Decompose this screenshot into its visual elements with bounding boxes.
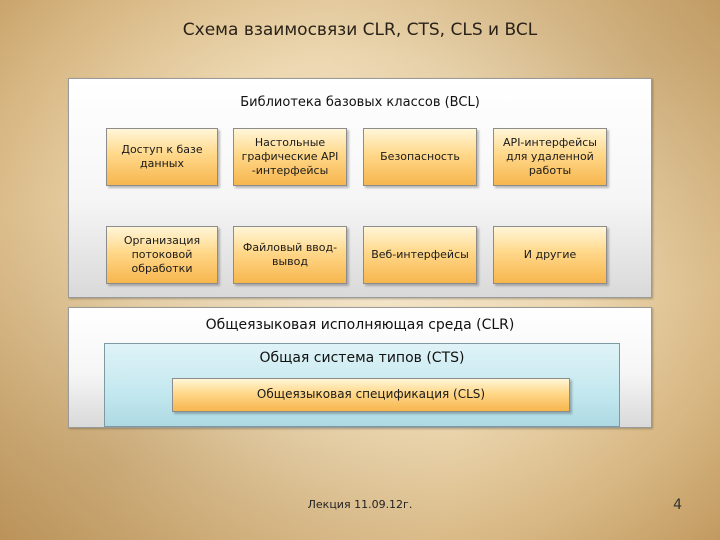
bcl-box-security: Безопасность	[363, 128, 477, 186]
bcl-box-web-interfaces: Веб-интерфейсы	[363, 226, 477, 284]
bcl-box-file-io: Файловый ввод-вывод	[233, 226, 347, 284]
bcl-box-remoting-api: API-интерфейсы для удаленной работы	[493, 128, 607, 186]
clr-title: Общеязыковая исполняющая среда (CLR)	[205, 317, 515, 333]
bcl-box-and-others: И другие	[493, 226, 607, 284]
cts-title: Общая система типов (CTS)	[259, 350, 465, 366]
bcl-title: Библиотека базовых классов (BCL)	[240, 95, 480, 110]
bcl-box-database-access: Доступ к базе данных	[106, 128, 218, 186]
page-number: 4	[673, 497, 682, 513]
cls-box: Общеязыковая спецификация (CLS)	[172, 378, 570, 412]
slide-footer: Лекция 11.09.12г.	[307, 498, 413, 511]
bcl-box-threading: Организация потоковой обработки	[106, 226, 218, 284]
bcl-box-desktop-gui-api: Настольные графические API -интерфейсы	[233, 128, 347, 186]
slide-title: Схема взаимосвязи CLR, CTS, CLS и BCL	[182, 20, 538, 40]
